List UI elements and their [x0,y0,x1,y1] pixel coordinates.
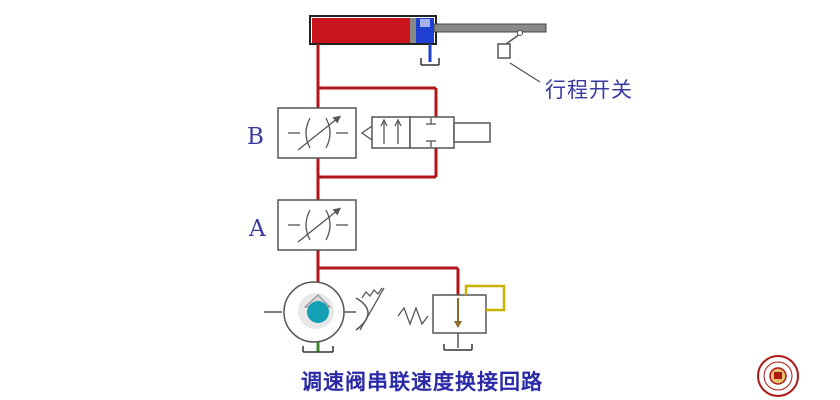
hydraulic-pump [264,281,385,353]
limit-switch [497,30,541,83]
university-seal-icon [757,355,799,397]
valve-b-label: B [247,124,264,150]
flow-control-valve-b [277,107,357,159]
solenoid-bypass-valve [360,116,491,149]
limit-switch-label: 行程开关 [545,78,633,102]
main-pressure-line [316,44,460,295]
relief-valve [397,284,506,351]
cylinder-return-line [420,44,440,66]
hydraulic-cylinder [309,15,547,45]
valve-a-label: A [249,216,266,242]
diagram-caption: 调速阀串联速度换接回路 [301,370,543,394]
flow-control-valve-a [277,199,357,251]
